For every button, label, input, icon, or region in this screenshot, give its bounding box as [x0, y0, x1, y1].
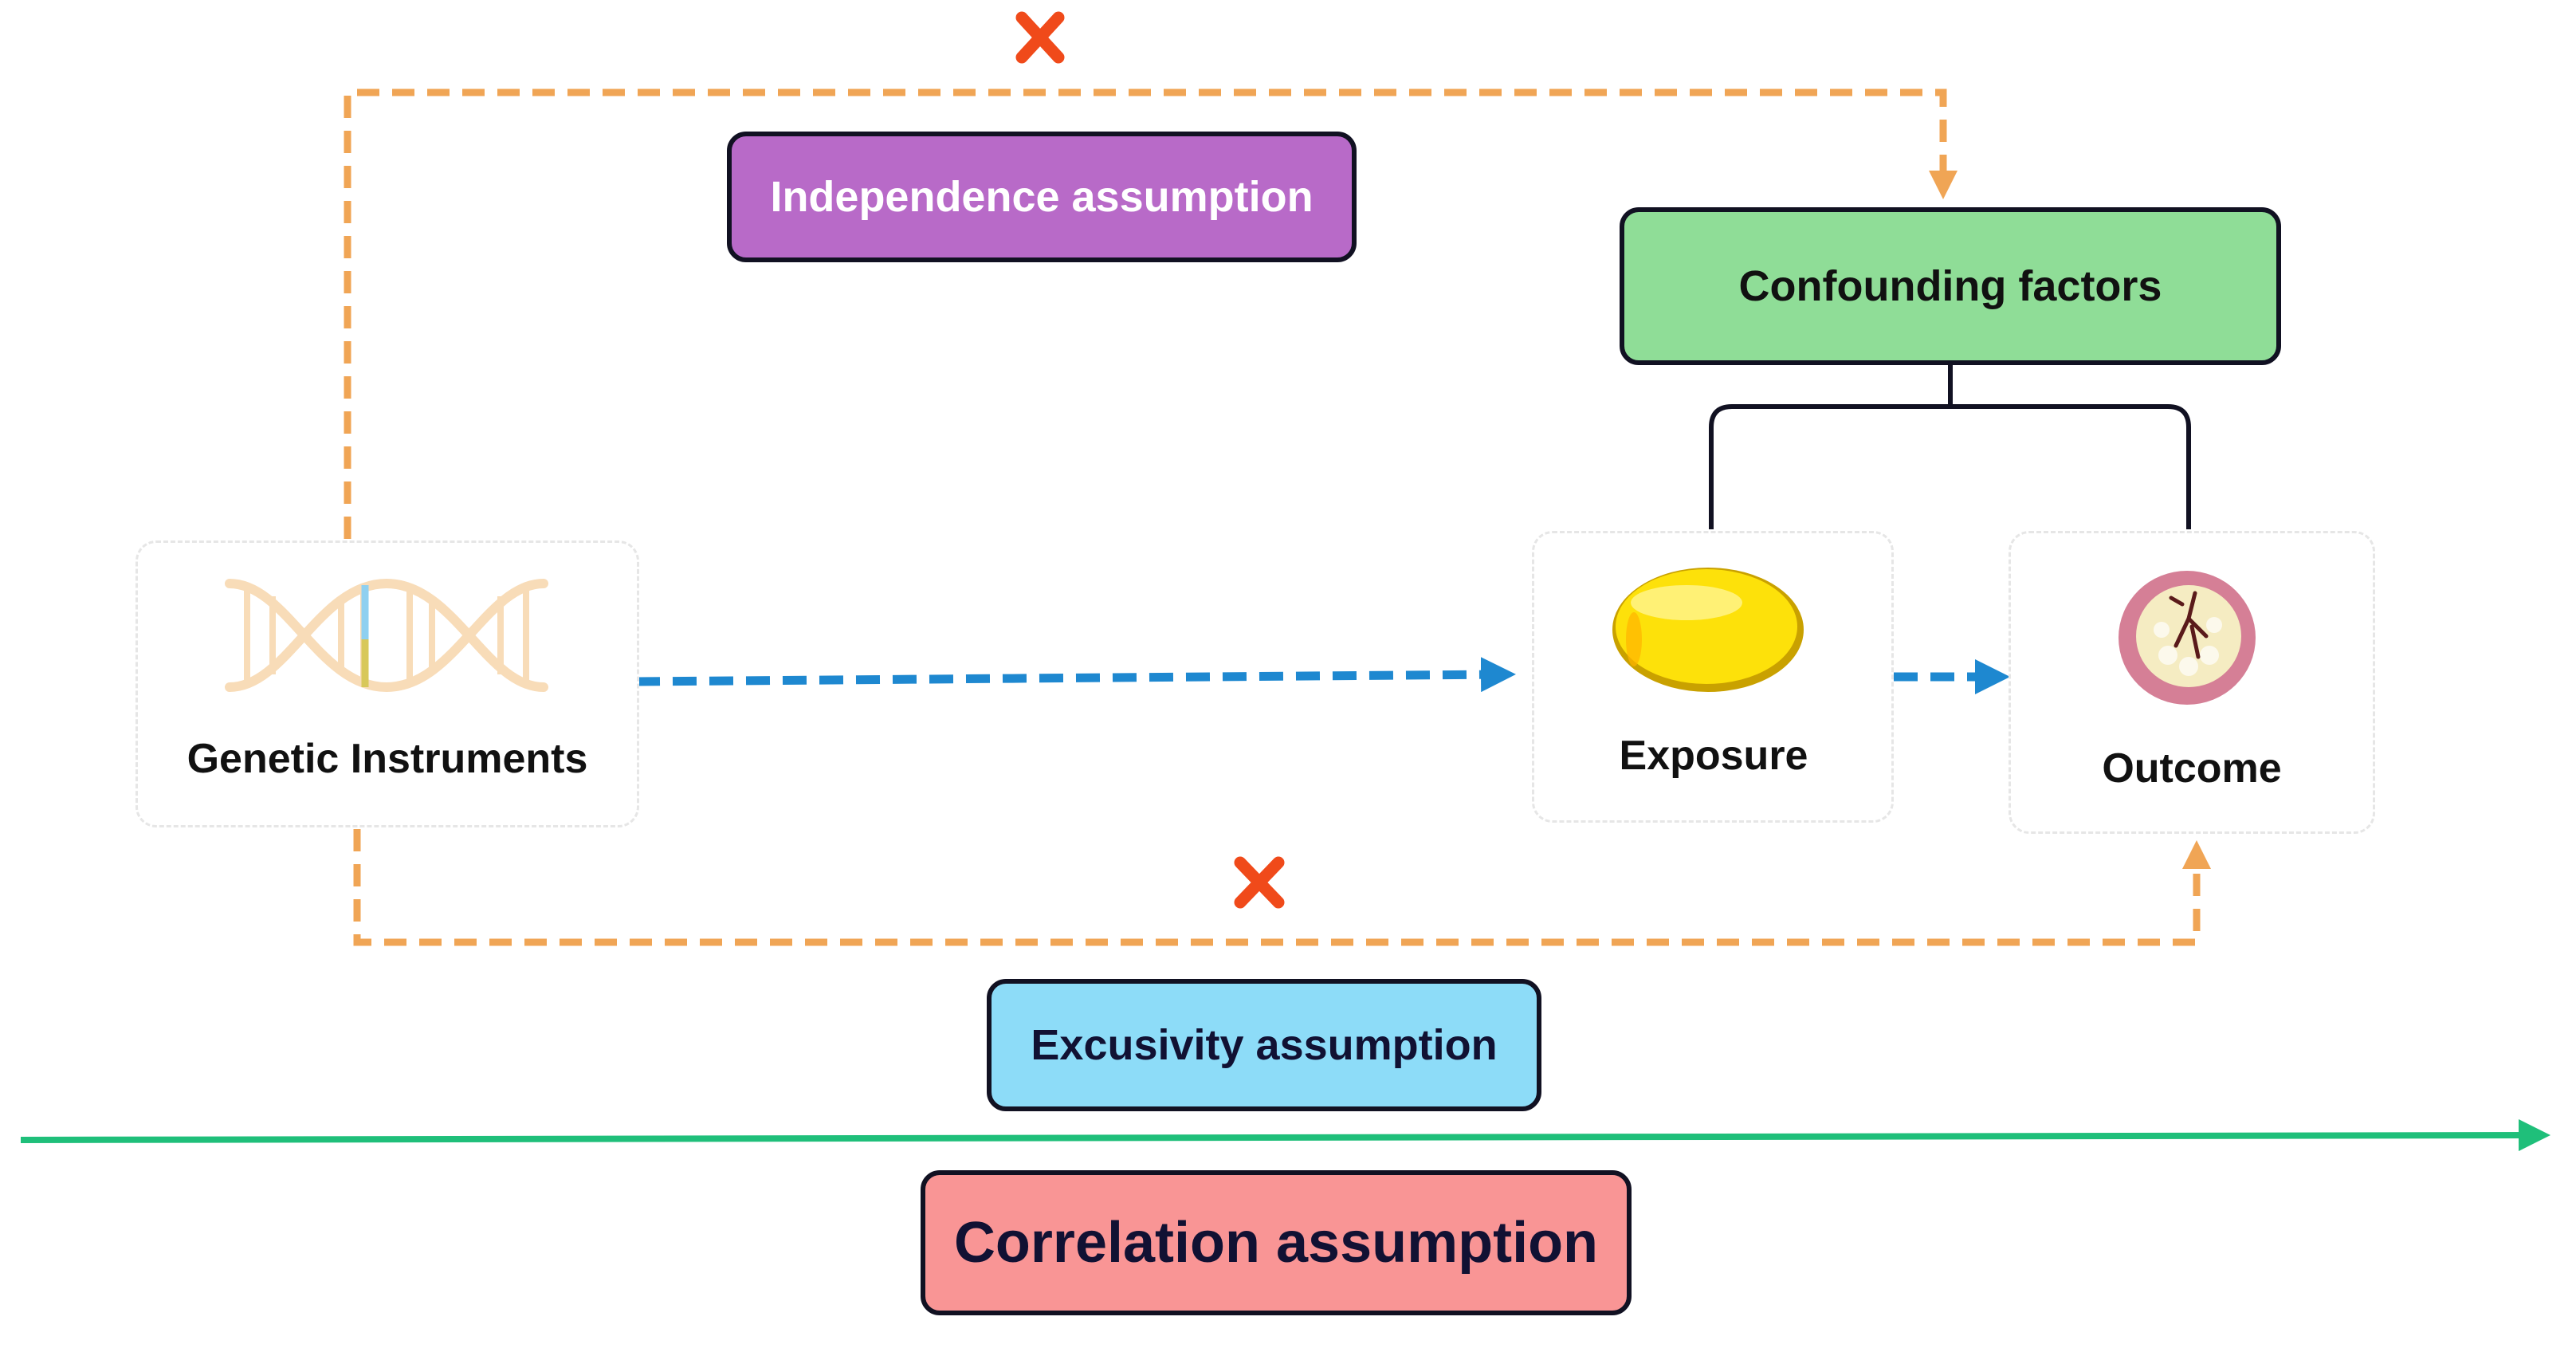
genetic-to-exposure-arrow — [635, 657, 1516, 693]
capsule-icon — [1612, 568, 1804, 692]
exposure-label: Exposure — [1619, 733, 1808, 779]
independence-assumption-box: Independence assumption — [727, 132, 1357, 262]
outcome-label: Outcome — [2102, 745, 2282, 792]
red-cross-icon — [1234, 856, 1285, 909]
confounding-factors-box: Confounding factors — [1620, 207, 2281, 365]
independence-path — [344, 88, 1958, 539]
confounding-connector — [1709, 365, 2191, 529]
correlation-timeline — [20, 1119, 2550, 1152]
correlation-assumption-box: Correlation assumption — [921, 1170, 1632, 1315]
tissue-cross-section-icon — [2119, 571, 2256, 705]
dna-helix-icon — [225, 578, 548, 693]
genetic-instruments-label: Genetic Instruments — [187, 736, 588, 782]
red-cross-icon — [1015, 11, 1065, 64]
exclusivity-path — [353, 829, 2211, 946]
exclusivity-assumption-box: Excusivity assumption — [987, 979, 1541, 1111]
